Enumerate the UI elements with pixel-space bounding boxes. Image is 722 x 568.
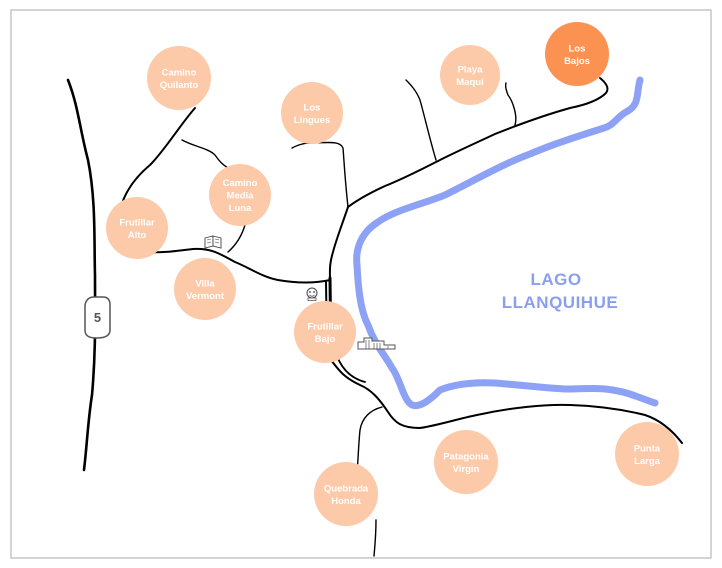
- route-5-shield: 5: [84, 296, 111, 339]
- place-marker[interactable]: [545, 22, 609, 86]
- place-label: Quilanto: [160, 80, 199, 91]
- place-label: Vermont: [186, 291, 225, 302]
- library-icon: [204, 235, 222, 249]
- route-number: 5: [94, 310, 101, 325]
- lake-name-line2: LLANQUIHUE: [502, 293, 618, 312]
- lake-shoreline: [353, 76, 659, 410]
- place-label: Frutillar: [119, 217, 155, 228]
- place-label: Virgin: [453, 464, 480, 475]
- place-label: Camino: [223, 178, 258, 189]
- place-label: Larga: [634, 456, 661, 467]
- place-marker[interactable]: [434, 430, 498, 494]
- place-label: Alto: [128, 230, 147, 241]
- place-label: Bajo: [315, 334, 336, 345]
- place-label: Media: [227, 191, 255, 202]
- place-marker[interactable]: [281, 82, 343, 144]
- museum-icon: [357, 337, 396, 350]
- theater-icon: [306, 287, 318, 301]
- place-label: Bajos: [564, 56, 590, 67]
- place-marker[interactable]: [294, 301, 356, 363]
- place-label: Quebrada: [324, 483, 369, 494]
- place-marker[interactable]: [147, 46, 211, 110]
- place-marker[interactable]: [174, 258, 236, 320]
- place-label: Punta: [634, 443, 661, 454]
- place-marker[interactable]: [615, 422, 679, 486]
- place-label: Camino: [162, 67, 197, 78]
- place-marker[interactable]: [314, 462, 378, 526]
- place-label: Los: [304, 102, 321, 113]
- place-label: Los: [569, 43, 586, 54]
- place-label: Lingues: [294, 115, 330, 126]
- place-label: Patagonia: [443, 451, 489, 462]
- lake-name-line1: LAGO: [530, 270, 581, 289]
- place-label: Luna: [229, 203, 252, 214]
- place-label: Playa: [458, 64, 484, 75]
- places-layer: CaminoQuilantoLosLinguesPlayaMaquiLosBaj…: [106, 22, 679, 526]
- place-marker[interactable]: [106, 197, 168, 259]
- place-label: Frutillar: [307, 321, 343, 332]
- place-label: Maqui: [456, 77, 483, 88]
- place-label: Honda: [331, 496, 361, 507]
- place-marker[interactable]: [440, 45, 500, 105]
- place-label: Villa: [195, 278, 215, 289]
- place-marker[interactable]: [209, 164, 271, 226]
